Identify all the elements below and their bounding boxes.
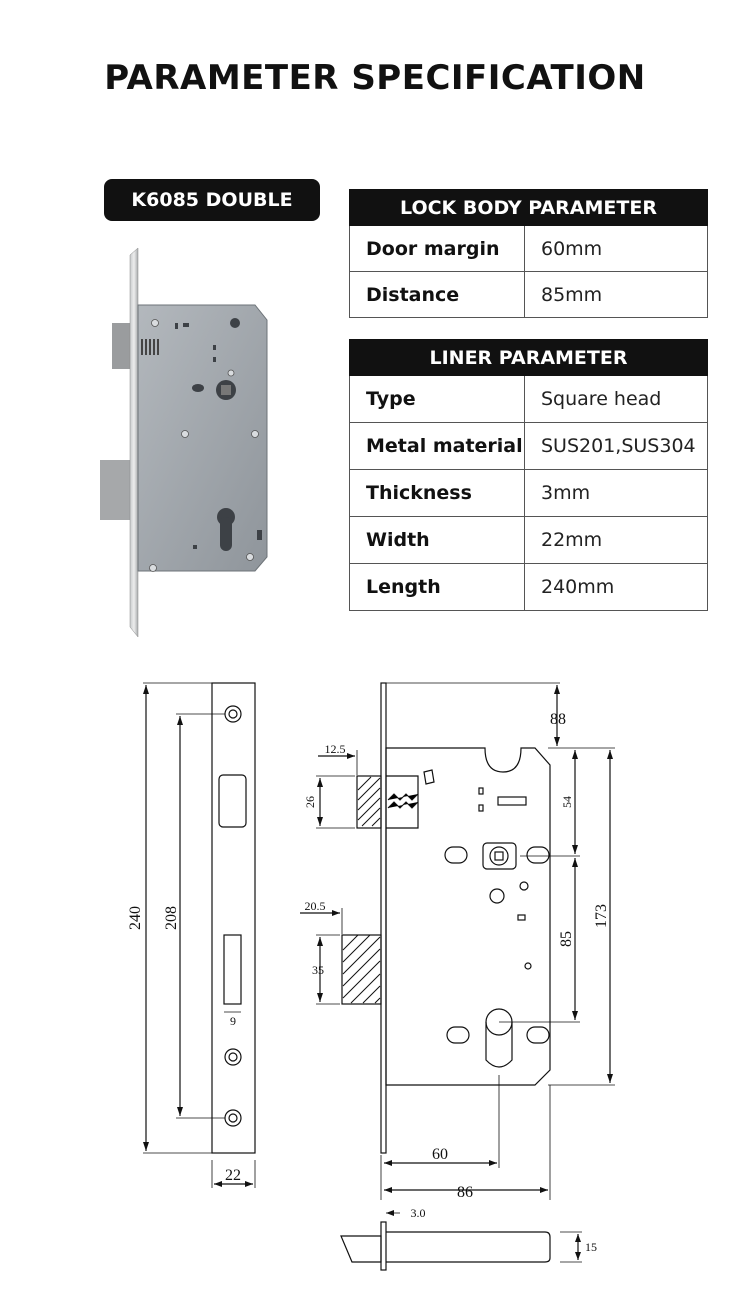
table-row: Length 240mm (349, 563, 708, 611)
page-title: PARAMETER SPECIFICATION (104, 58, 646, 98)
dim-deadbolt-height: 35 (312, 963, 324, 977)
dim-distance: 85 (558, 931, 575, 947)
dim-case-width: 86 (457, 1184, 473, 1201)
faceplate-outline (211, 682, 256, 1154)
table-row: Metal material SUS201,SUS304 (349, 422, 708, 470)
lock-body-heading: LOCK BODY PARAMETER (349, 189, 708, 226)
dim-screw-spacing: 208 (163, 906, 180, 930)
dim-faceplate-width: 22 (225, 1167, 241, 1184)
dim-backset: 60 (432, 1146, 448, 1163)
param-value: 22mm (524, 516, 708, 564)
param-label: Door margin (349, 225, 525, 272)
param-value: 60mm (524, 225, 708, 272)
lock-body-photo (100, 247, 268, 638)
liner-parameter-table: LINER PARAMETER Type Square head Metal m… (349, 339, 708, 611)
dim-bar-height: 15 (585, 1240, 597, 1254)
dim-faceplate-length: 240 (127, 906, 144, 930)
table-row: Distance 85mm (349, 271, 708, 318)
param-label: Metal material (349, 422, 525, 470)
model-badge: K6085 DOUBLE FAST (104, 179, 320, 253)
param-value: 3mm (524, 469, 708, 517)
param-value: Square head (524, 375, 708, 423)
liner-heading: LINER PARAMETER (349, 339, 708, 376)
dim-top-offset: 88 (550, 711, 566, 728)
param-label: Thickness (349, 469, 525, 517)
param-value: SUS201,SUS304 (524, 422, 708, 470)
param-label: Type (349, 375, 525, 423)
table-row: Type Square head (349, 375, 708, 423)
technical-drawing: 240 208 9 22 88 12.5 26 54 20.5 35 85 17… (127, 682, 615, 1271)
table-row: Thickness 3mm (349, 469, 708, 517)
table-row: Door margin 60mm (349, 225, 708, 272)
table-row: Width 22mm (349, 516, 708, 564)
dim-deadbolt-protrusion: 20.5 (305, 899, 326, 913)
dim-case-height: 173 (593, 904, 610, 928)
dim-plate-thickness: 3.0 (411, 1206, 426, 1220)
param-value: 85mm (524, 271, 708, 318)
dim-latch-protrusion: 12.5 (325, 742, 346, 756)
param-label: Length (349, 563, 525, 611)
lock-body-parameter-table: LOCK BODY PARAMETER Door margin 60mm Dis… (349, 189, 708, 318)
param-value: 240mm (524, 563, 708, 611)
dim-latch-height: 26 (303, 796, 317, 808)
param-label: Width (349, 516, 525, 564)
dim-spindle-offset: 54 (560, 796, 574, 808)
dim-bolt-width: 9 (230, 1014, 236, 1028)
param-label: Distance (349, 271, 525, 318)
